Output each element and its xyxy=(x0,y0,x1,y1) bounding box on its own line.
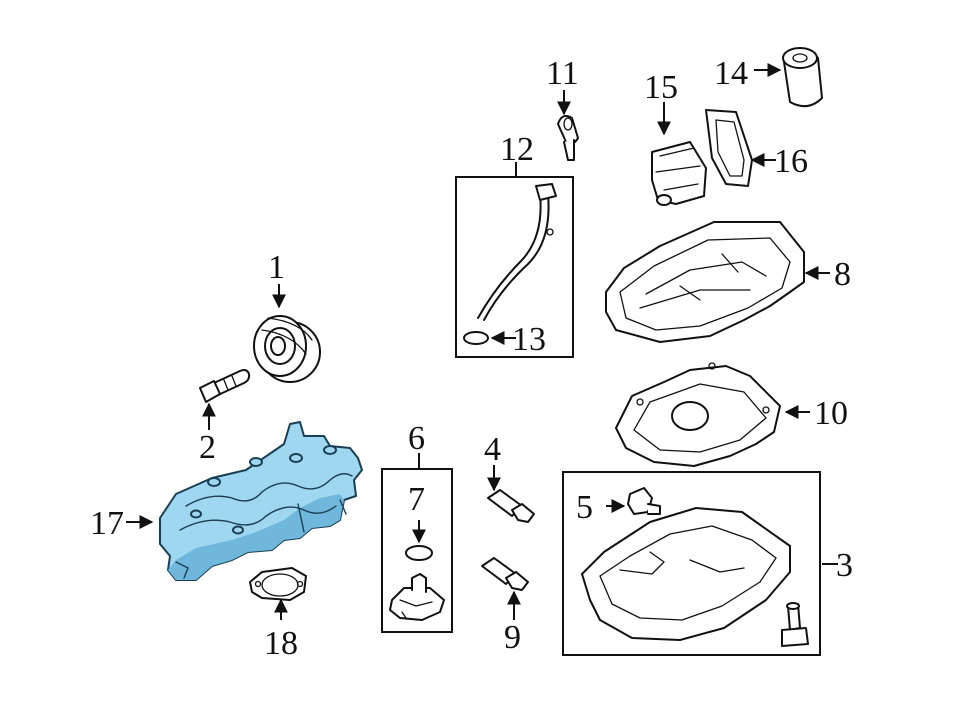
filter-housing-part[interactable] xyxy=(651,141,707,206)
part-group-12-box xyxy=(455,176,574,358)
filter-gasket-part[interactable] xyxy=(705,109,753,187)
plug-part-4[interactable] xyxy=(487,489,535,523)
lower-oil-pan-part[interactable] xyxy=(581,507,791,641)
callout-14[interactable]: 14 xyxy=(714,55,748,92)
callout-16[interactable]: 16 xyxy=(774,143,808,180)
callout-3[interactable]: 3 xyxy=(836,547,853,584)
callout-2[interactable]: 2 xyxy=(199,429,216,466)
intake-manifold-part[interactable] xyxy=(159,421,363,581)
drain-plug-part-5[interactable] xyxy=(627,487,661,515)
callout-8[interactable]: 8 xyxy=(834,256,851,293)
callout-1[interactable]: 1 xyxy=(268,249,285,286)
pulley-part[interactable] xyxy=(253,315,321,383)
part-group-6-box xyxy=(381,468,453,633)
callout-labels: 1 2 3 4 5 6 7 8 9 10 11 12 13 14 15 16 1… xyxy=(90,55,853,662)
bolt-part[interactable] xyxy=(199,369,251,403)
callout-4[interactable]: 4 xyxy=(484,431,501,468)
dipstick-tube-part[interactable] xyxy=(463,183,557,345)
callout-18[interactable]: 18 xyxy=(264,625,298,662)
oil-filter-part[interactable] xyxy=(782,47,823,108)
callout-7[interactable]: 7 xyxy=(408,481,425,518)
leader-lines xyxy=(126,63,838,620)
callout-12[interactable]: 12 xyxy=(500,131,534,168)
callout-15[interactable]: 15 xyxy=(644,69,678,106)
plug-part-9[interactable] xyxy=(481,557,529,591)
bolt-part-3[interactable] xyxy=(781,602,809,647)
callout-17[interactable]: 17 xyxy=(90,505,124,542)
callout-13[interactable]: 13 xyxy=(512,321,546,358)
dipstick-handle-part[interactable] xyxy=(557,115,579,161)
upper-oil-pan-part[interactable] xyxy=(605,221,805,343)
part-group-3-box xyxy=(562,471,821,656)
callout-9[interactable]: 9 xyxy=(504,619,521,656)
callout-6[interactable]: 6 xyxy=(408,420,425,457)
callout-5[interactable]: 5 xyxy=(576,489,593,526)
gasket-part[interactable] xyxy=(249,567,307,601)
callout-11[interactable]: 11 xyxy=(546,55,579,92)
baffle-plate-part[interactable] xyxy=(615,362,781,467)
callout-10[interactable]: 10 xyxy=(814,395,848,432)
oil-level-sensor-part[interactable] xyxy=(389,573,445,621)
o-ring-part-7[interactable] xyxy=(405,545,433,561)
